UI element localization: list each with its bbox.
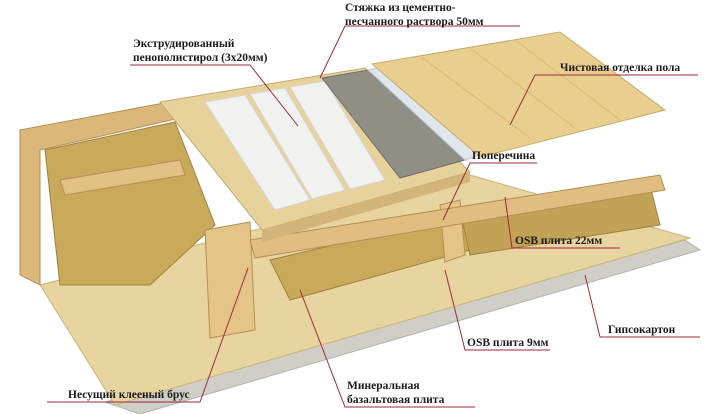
label-beam: Несущий клееный брус bbox=[68, 389, 190, 401]
label-screed: Стяжка из цементно- песчанного раствора … bbox=[345, 2, 484, 28]
label-osb-22mm: OSB плита 22мм bbox=[515, 235, 603, 247]
label-crossbar: Поперечина bbox=[472, 150, 536, 162]
label-mineral-wool: Минеральная базальтовая плита bbox=[347, 380, 445, 406]
eps-strip-3 bbox=[289, 80, 386, 190]
finish-floor bbox=[370, 31, 667, 158]
beam-crossbar bbox=[249, 174, 666, 259]
label-eps: Экструдированный пенополистирол (3х20мм) bbox=[133, 38, 268, 64]
frame-crossbar-left bbox=[59, 159, 186, 196]
osb-22mm-edge bbox=[262, 172, 470, 242]
beam-front bbox=[204, 221, 256, 339]
eps-strip-1 bbox=[204, 94, 311, 211]
eps-strip-2 bbox=[249, 87, 346, 200]
leader-lines bbox=[47, 25, 700, 408]
label-osb-9mm: OSB плита 9мм bbox=[467, 337, 549, 349]
label-gypsum: Гипсокартон bbox=[608, 324, 676, 336]
label-finish-floor: Чистовая отделка пола bbox=[560, 62, 681, 74]
